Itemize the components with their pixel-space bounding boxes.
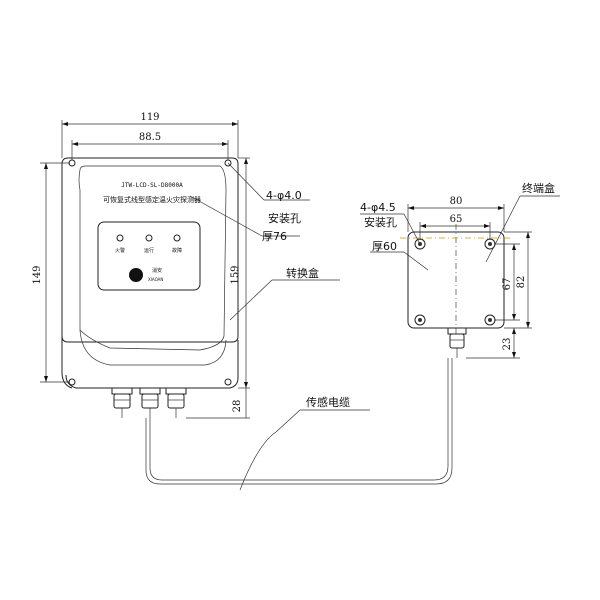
indicator-fault: 故障 xyxy=(172,247,182,254)
svg-text:23: 23 xyxy=(502,338,513,351)
hole-spec-right: 4-φ4.5 xyxy=(360,201,396,214)
svg-text:159: 159 xyxy=(230,265,241,284)
terminal-box-label: 终端盒 xyxy=(522,181,555,195)
svg-text:82: 82 xyxy=(516,276,527,289)
indicator-run: 运行 xyxy=(144,247,154,254)
svg-text:67: 67 xyxy=(502,278,513,291)
front-panel xyxy=(97,221,201,291)
svg-text:65: 65 xyxy=(450,214,463,225)
brand-logo-sub: XIAOAN xyxy=(148,277,163,282)
dim-82: 82 xyxy=(504,231,532,329)
dim-159: 159 xyxy=(230,157,250,389)
leaders-right: 4-φ4.5 安装孔 厚60 终端盒 xyxy=(360,181,560,271)
indicator-lights: 火警 运行 故障 xyxy=(115,234,182,254)
dim-28: 28 xyxy=(186,388,250,419)
sensing-cable: 传感电缆 xyxy=(145,358,453,491)
mount-hole-left-label: 安装孔 xyxy=(268,211,301,225)
mount-holes-left xyxy=(68,159,232,386)
svg-text:88.5: 88.5 xyxy=(139,132,161,143)
dim-65: 65 xyxy=(419,214,491,240)
detector-name: 可恢复式线型感定温火灾探测器 xyxy=(103,195,201,204)
mount-hole-right-label: 安装孔 xyxy=(364,215,397,229)
leaders-left: 4-φ4.0 安装孔 厚76 转换盒 xyxy=(189,162,340,321)
svg-text:119: 119 xyxy=(140,112,159,123)
indicator-fire: 火警 xyxy=(115,247,125,254)
dim-23: 23 xyxy=(466,328,520,359)
detector-model: JTW-LCD-SL-D8000A xyxy=(121,182,183,189)
brand-logo-text: 消安 xyxy=(152,267,162,274)
svg-text:149: 149 xyxy=(32,265,43,284)
thickness-left: 厚76 xyxy=(262,230,287,243)
dim-119: 119 xyxy=(61,112,239,158)
dim-149: 149 xyxy=(32,162,70,383)
junction-box-label: 转换盒 xyxy=(286,266,319,280)
mount-holes-right xyxy=(414,238,496,326)
junction-box: JTW-LCD-SL-D8000A 可恢复式线型感定温火灾探测器 火警 运行 故… xyxy=(61,157,239,418)
cable-glands xyxy=(111,387,187,418)
hole-spec-left: 4-φ4.0 xyxy=(266,189,302,202)
thickness-right: 厚60 xyxy=(372,240,397,253)
dim-67: 67 xyxy=(494,243,520,321)
brand-logo-icon xyxy=(129,268,143,282)
svg-text:28: 28 xyxy=(232,400,243,413)
svg-text:80: 80 xyxy=(450,196,463,207)
sensing-cable-label: 传感电缆 xyxy=(306,396,350,409)
dim-88-5: 88.5 xyxy=(71,132,229,160)
